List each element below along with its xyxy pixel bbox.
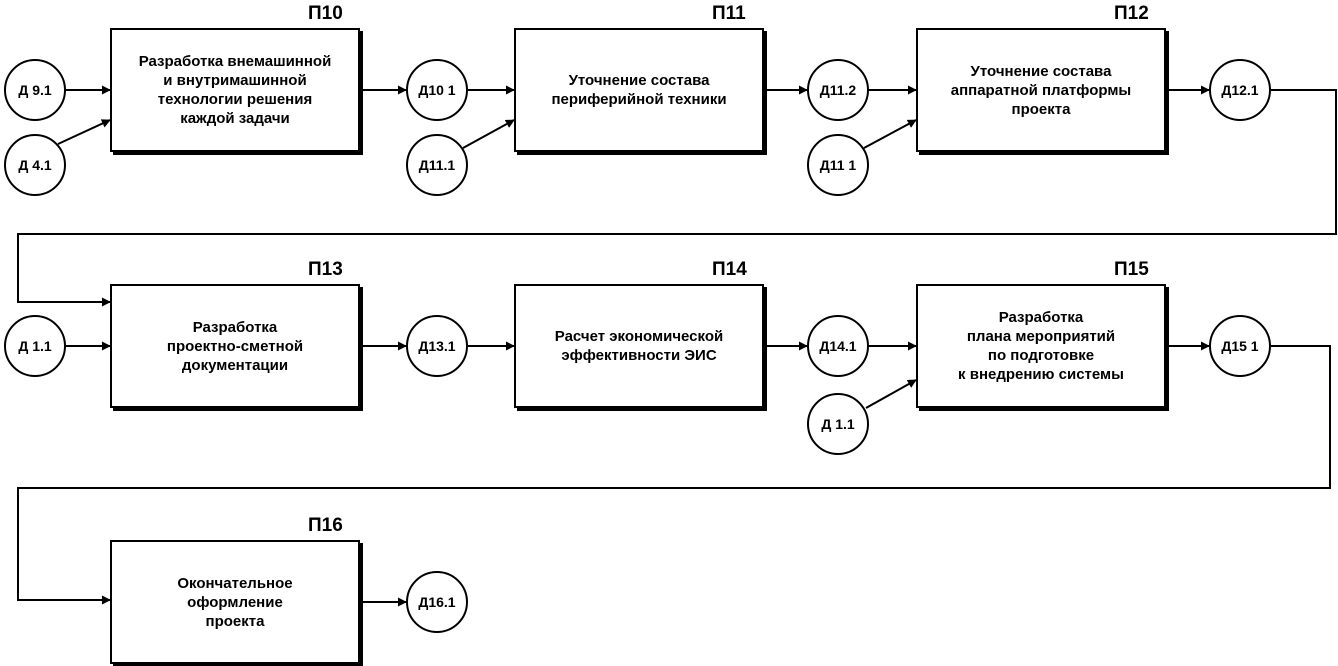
process-box-p16: Окончательное оформление проекта	[110, 540, 360, 664]
document-node-d11-1-b: Д11 1	[807, 134, 869, 196]
process-box-p15: Разработка плана мероприятий по подготов…	[916, 284, 1166, 408]
document-node-d11-2: Д11.2	[807, 59, 869, 121]
process-label-p16: П16	[308, 515, 343, 536]
document-node-d4-1: Д 4.1	[4, 134, 66, 196]
process-box-p11: Уточнение состава периферийной техники	[514, 28, 764, 152]
process-box-p10: Разработка внемашинной и внутримашинной …	[110, 28, 360, 152]
document-node-d9-1: Д 9.1	[4, 59, 66, 121]
process-label-p11: П11	[712, 3, 746, 24]
document-node-d11-1-a: Д11.1	[406, 134, 468, 196]
document-node-d1-1-b: Д 1.1	[807, 393, 869, 455]
document-node-d14-1: Д14.1	[807, 315, 869, 377]
flow-arrow-d1-1-b-to-p15	[865, 379, 917, 409]
process-label-p12: П12	[1114, 3, 1149, 24]
flow-arrow-d12-1-to-p13	[17, 89, 1337, 307]
document-node-d15-1: Д15 1	[1209, 315, 1271, 377]
document-node-d12-1: Д12.1	[1209, 59, 1271, 121]
document-node-d10-1: Д10 1	[406, 59, 468, 121]
flow-arrow-d11-1-b-to-p12	[863, 119, 917, 149]
document-node-d13-1: Д13.1	[406, 315, 468, 377]
flow-arrow-d4-1-to-p10	[57, 119, 111, 145]
document-node-d16-1: Д16.1	[406, 571, 468, 633]
process-label-p13: П13	[308, 259, 343, 280]
flow-arrow-d15-1-to-p16	[17, 345, 1331, 605]
process-label-p14: П14	[712, 259, 747, 280]
document-node-d1-1-a: Д 1.1	[4, 315, 66, 377]
process-box-p13: Разработка проектно-сметной документации	[110, 284, 360, 408]
flow-arrow-d11-1-a-to-p11	[462, 119, 515, 149]
process-label-p15: П15	[1114, 259, 1149, 280]
process-box-p14: Расчет экономической эффективности ЭИС	[514, 284, 764, 408]
process-label-p10: П10	[308, 3, 343, 24]
process-box-p12: Уточнение состава аппаратной платформы п…	[916, 28, 1166, 152]
